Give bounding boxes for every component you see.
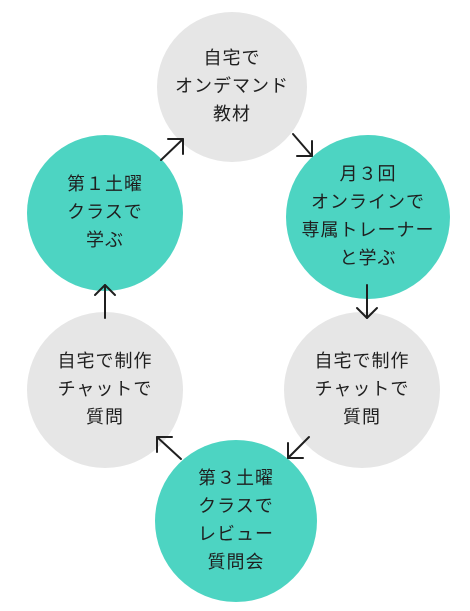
- arrow-chat-right-to-review: [287, 436, 310, 459]
- node-saturday3-review-label: 第３土曜 クラスで レビュー 質問会: [198, 468, 274, 573]
- node-home-chat-left-label: 自宅で制作 チャットで 質問: [57, 351, 153, 428]
- node-monthly-online: 月３回 オンラインで 専属トレーナー と学ぶ: [286, 135, 450, 299]
- node-home-chat-right: 自宅で制作 チャットで 質問: [284, 312, 440, 468]
- arrow-ondemand-to-monthly: [292, 133, 313, 157]
- node-saturday1-class: 第１土曜 クラスで 学ぶ: [27, 135, 183, 291]
- node-saturday1-class-label: 第１土曜 クラスで 学ぶ: [67, 174, 143, 251]
- node-home-chat-right-label: 自宅で制作 チャットで 質問: [314, 351, 410, 428]
- arrow-monthly-to-chat-right: [356, 284, 378, 319]
- node-home-on-demand-label: 自宅で オンデマンド 教材: [175, 48, 289, 125]
- node-home-on-demand: 自宅で オンデマンド 教材: [157, 12, 307, 162]
- arrow-review-to-chat-left: [156, 436, 182, 460]
- arrow-saturday1-to-ondemand: [160, 138, 184, 161]
- node-monthly-online-label: 月３回 オンラインで 専属トレーナー と学ぶ: [301, 164, 435, 269]
- node-saturday3-review: 第３土曜 クラスで レビュー 質問会: [155, 440, 317, 602]
- arrow-chat-left-to-saturday1: [94, 284, 116, 319]
